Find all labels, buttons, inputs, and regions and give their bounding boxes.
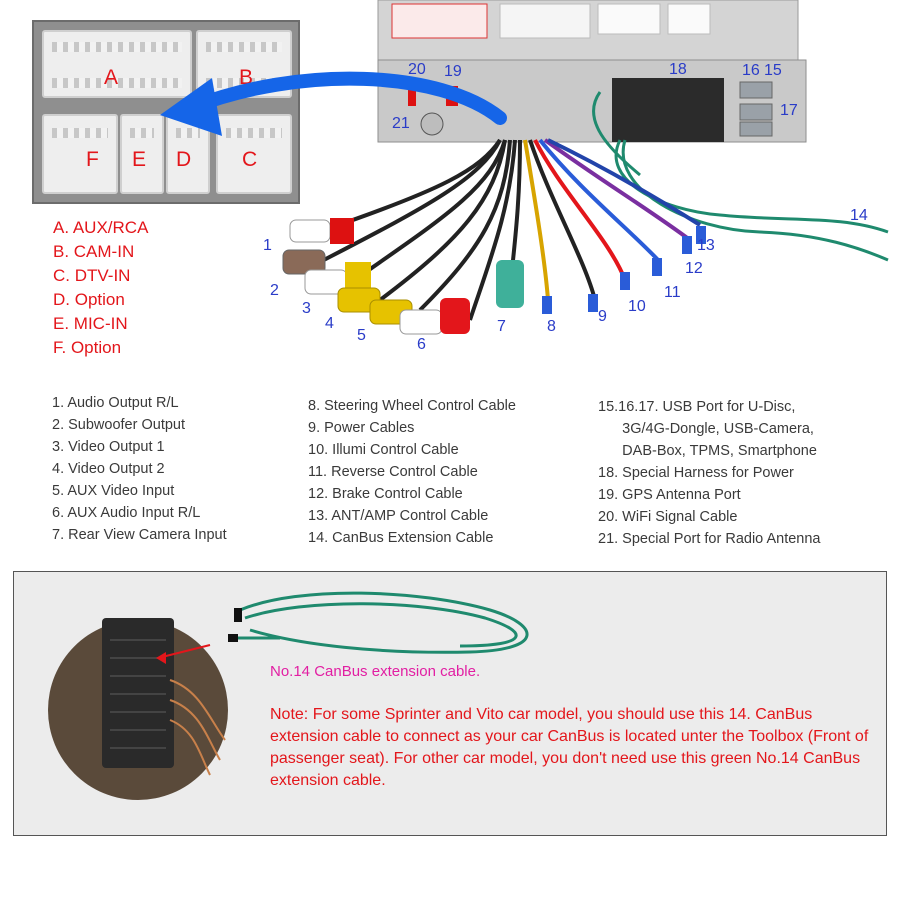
legend-item: B. CAM-IN	[53, 242, 135, 261]
number-label-19: 19	[444, 63, 462, 80]
canbus-note-text: Note: For some Sprinter and Vito car mod…	[270, 706, 869, 789]
cable-item: 14. CanBus Extension Cable	[308, 530, 494, 546]
cable-list-col2: 8. Steering Wheel Control Cable 9. Power…	[308, 395, 516, 549]
number-label-6: 6	[417, 336, 426, 353]
rca-plugs	[282, 218, 524, 335]
connector-legend: A. AUX/RCA B. CAM-IN C. DTV-IN D. Option…	[53, 216, 148, 360]
legend-item: F. Option	[53, 338, 122, 357]
cable-item: 7. Rear View Camera Input	[52, 527, 227, 543]
canbus-caption: No.14 CanBus extension cable.	[270, 663, 481, 680]
number-label-11: 11	[664, 284, 681, 301]
plug-e	[120, 114, 164, 194]
cable-item: 19. GPS Antenna Port	[598, 487, 741, 503]
wifi-cable-port	[408, 86, 416, 106]
usb-port-16	[739, 81, 773, 99]
cable-item: 3G/4G-Dongle, USB-Camera,	[598, 421, 814, 437]
number-label-18: 18	[669, 61, 687, 78]
radio-antenna-port	[420, 112, 444, 136]
cable-item: 6. AUX Audio Input R/L	[52, 505, 201, 521]
cable-item: 4. Video Output 2	[52, 461, 165, 477]
number-label-7: 7	[497, 318, 506, 335]
number-label-17: 17	[780, 102, 798, 119]
cable-item: 2. Subwoofer Output	[52, 417, 185, 433]
canbus-cable-top	[592, 91, 889, 262]
plug-label-a: A	[104, 66, 119, 89]
arrow-shaft	[183, 71, 507, 125]
plug-label-c: C	[242, 148, 258, 171]
canbus-cable-coil	[236, 591, 529, 654]
cable-item: DAB-Box, TPMS, Smartphone	[598, 443, 817, 459]
number-label-2: 2	[270, 282, 279, 299]
plug-f	[42, 114, 118, 194]
pointer-head	[156, 652, 166, 664]
usb-port-15	[739, 103, 773, 121]
cable-item: 15.16.17. USB Port for U-Disc,	[598, 399, 796, 415]
cable-item: 18. Special Harness for Power	[598, 465, 794, 481]
cable-item: 21. Special Port for Radio Antenna	[598, 531, 821, 547]
cable-item: 20. WiFi Signal Cable	[598, 509, 738, 525]
number-label-16: 16	[742, 62, 760, 79]
number-label-1: 1	[263, 237, 272, 254]
arrow-head	[160, 78, 222, 136]
number-label-4: 4	[325, 315, 334, 332]
cable-list-col3: 15.16.17. USB Port for U-Disc, 3G/4G-Don…	[598, 396, 820, 550]
cable-item: 9. Power Cables	[308, 420, 415, 436]
cable-item: 1. Audio Output R/L	[52, 395, 179, 411]
legend-item: E. MIC-IN	[53, 314, 128, 333]
legend-item: C. DTV-IN	[53, 266, 131, 285]
legend-item: A. AUX/RCA	[53, 218, 149, 237]
cable-item: 10. Illumi Control Cable	[308, 442, 459, 458]
plug-label-e: E	[132, 148, 147, 171]
cable-item: 5. AUX Video Input	[52, 483, 175, 499]
cable-item: 12. Brake Control Cable	[308, 486, 463, 502]
cable-item: 13. ANT/AMP Control Cable	[308, 508, 489, 524]
plug-d	[166, 114, 210, 194]
pin-pointer	[157, 644, 211, 659]
signal-wire-tips	[542, 226, 706, 314]
harness-wires	[319, 138, 702, 321]
power-harness-port	[612, 78, 724, 142]
cable-item: 8. Steering Wheel Control Cable	[308, 398, 516, 414]
number-label-15: 15	[764, 62, 782, 79]
number-label-10: 10	[628, 298, 646, 315]
number-label-20: 20	[408, 61, 426, 78]
number-label-21: 21	[392, 115, 410, 132]
canbus-illustration	[48, 591, 529, 800]
plug-a	[42, 30, 192, 98]
number-label-3: 3	[302, 300, 311, 317]
number-label-13: 13	[697, 237, 715, 254]
number-label-14: 14	[850, 207, 868, 224]
number-label-8: 8	[547, 318, 556, 335]
plug-c	[216, 114, 292, 194]
cable-item: 11. Reverse Control Cable	[308, 464, 478, 480]
cable-list-col1: 1. Audio Output R/L 2. Subwoofer Output …	[52, 392, 227, 546]
harness-illustration	[160, 0, 889, 335]
usb-port-17	[739, 121, 773, 137]
legend-item: D. Option	[53, 290, 125, 309]
plug-label-d: D	[176, 148, 192, 171]
copper-wires	[169, 679, 226, 776]
head-unit	[377, 0, 807, 143]
number-label-5: 5	[357, 327, 366, 344]
cable-item: 3. Video Output 1	[52, 439, 165, 455]
plug-label-f: F	[86, 148, 99, 171]
number-label-12: 12	[685, 260, 703, 277]
number-label-9: 9	[598, 308, 607, 325]
